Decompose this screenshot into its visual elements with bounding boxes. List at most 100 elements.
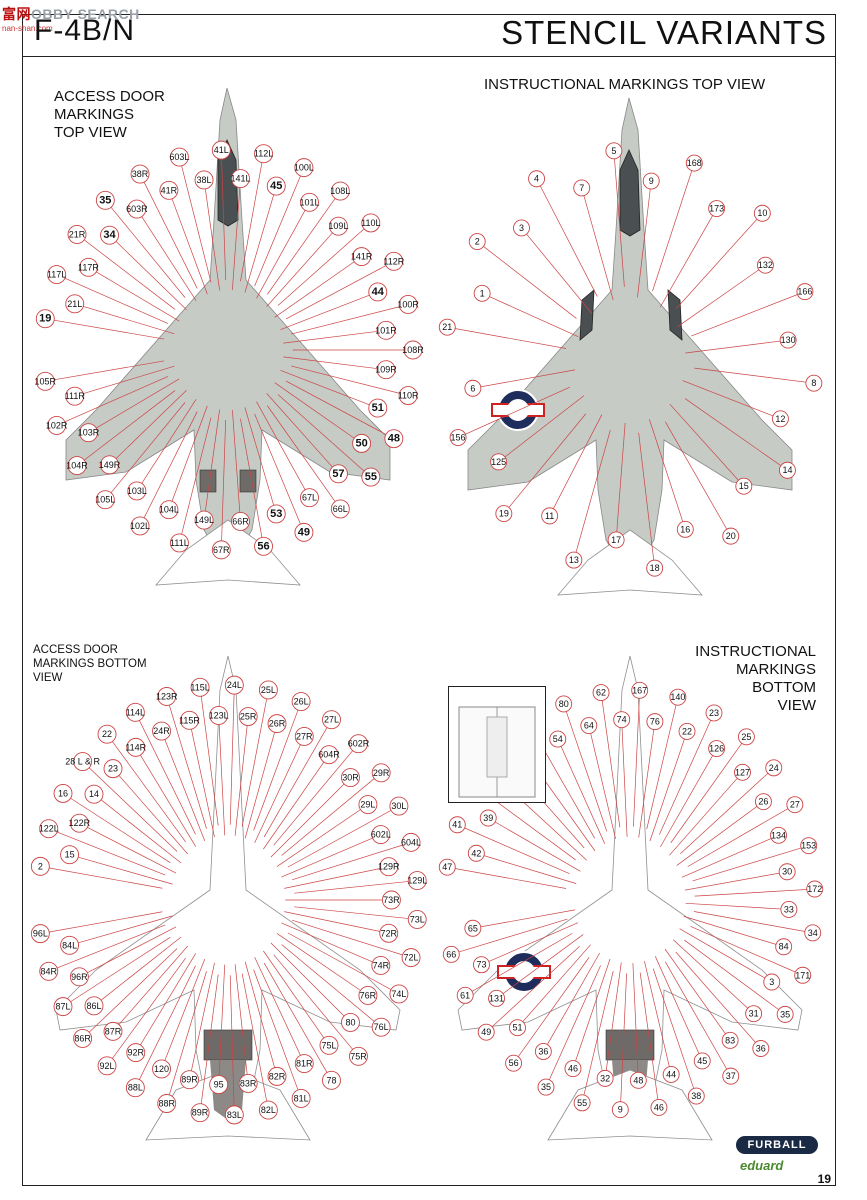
callout-leader-line [56,274,169,324]
callout-number: 127 [735,767,750,777]
callout-leader-line [240,153,264,282]
callout-leader-line [189,720,215,838]
callout-leader-line [669,403,745,487]
callout-number: 172 [807,884,822,894]
callout-number: 129L [407,876,427,886]
callout-number: 30R [342,773,359,783]
callout-leader-line [581,970,614,1103]
callout-leader-line [254,736,305,843]
callout-circle [384,429,404,449]
callout-leader-line [254,413,305,533]
callout-number: 5 [611,146,616,156]
callout-circle [127,481,147,501]
callout-circle [190,1103,210,1123]
callout-number: 87L [55,1002,70,1012]
callout-circle [580,717,598,735]
callout-number: 75L [321,1040,336,1050]
callout-number: 26L [294,697,309,707]
callout-circle [349,1046,368,1066]
callout-number: 51 [372,402,384,414]
callout-leader-line [638,432,656,569]
callout-leader-line [234,716,249,836]
callout-leader-line [76,390,176,466]
callout-leader-line [166,971,207,1104]
callout-number: 39 [483,813,493,823]
callout-leader-line [48,924,166,972]
section-label-access-bottom: ACCESS DOOR MARKINGS BOTTOM VIEW [33,644,147,684]
callout-leader-line [199,687,219,826]
callout-leader-line [464,933,573,996]
callout-circle [379,923,399,943]
callout-number: 9 [618,1105,623,1115]
callout-number: 61 [460,990,470,1000]
callout-leader-line [139,173,198,289]
callout-number: 66L [333,504,348,514]
callout-circle [401,948,421,968]
callout-circle [509,1019,526,1037]
callout-leader-line [220,150,227,281]
callout-number: 96L [33,929,48,939]
callout-circle [779,461,796,479]
callout-leader-line [691,291,806,337]
callout-number: 20 [726,531,736,541]
callout-circle [449,429,467,446]
callout-circle [53,783,73,803]
callout-circle [464,379,482,397]
callout-leader-line [287,805,400,868]
callout-number: 72L [404,953,419,963]
callout-leader-line [277,222,372,306]
callout-number: 16 [58,788,68,798]
aircraft-bottom-view-instructional: 4742413960424315054806462741677614022231… [438,655,824,1141]
callout-number: 4 [534,174,539,184]
callout-leader-line [685,902,789,910]
callout-leader-line [166,696,207,829]
callout-circle [319,1035,339,1055]
callout-number: 89R [192,1108,209,1118]
callout-leader-line [273,743,359,846]
callout-leader-line [637,180,652,298]
detail-inset-box [448,686,546,803]
callout-circle [642,172,660,190]
page-title: STENCIL VARIANTS [501,14,827,51]
callout-number: 604L [401,837,421,847]
callout-number: 149R [99,460,121,470]
callout-number: 34 [808,928,818,938]
callout-number: 141L [230,174,250,184]
callout-number: 3 [769,977,774,987]
callout-number: 141R [351,252,373,262]
callout-number: 30 [782,867,792,877]
callout-circle [361,467,381,487]
callout-leader-line [291,919,412,958]
callout-number: 41L [214,145,229,155]
callout-circle [734,763,751,781]
callout-leader-line [536,178,598,297]
callout-circle [319,745,339,765]
callout-number: 87R [105,1026,122,1036]
callout-leader-line [638,721,656,838]
callout-circle [180,1070,199,1090]
callout-leader-line [274,256,362,318]
callout-number: 105L [95,495,115,505]
callout-number: 7 [579,183,584,193]
callout-number: 100R [397,299,419,309]
callout-leader-line [447,866,567,889]
callout-circle [130,164,150,184]
callout-circle [646,559,664,577]
callout-circle [407,909,427,929]
callout-circle [592,684,610,702]
callout-leader-line [664,961,732,1077]
callout-number: 62 [596,688,606,698]
callout-leader-line [270,942,351,1023]
callout-circle [157,687,177,706]
callout-circle [541,507,559,525]
callout-number: 35 [780,1009,790,1019]
callout-circle [805,374,823,392]
callout-number: 80 [345,1017,355,1027]
callout-number: 26 [758,797,768,807]
callout-circle [505,1054,523,1072]
callout-circle [30,924,50,944]
callout-circle [685,154,703,172]
callout-leader-line [139,411,198,527]
callout-circle [573,179,591,197]
